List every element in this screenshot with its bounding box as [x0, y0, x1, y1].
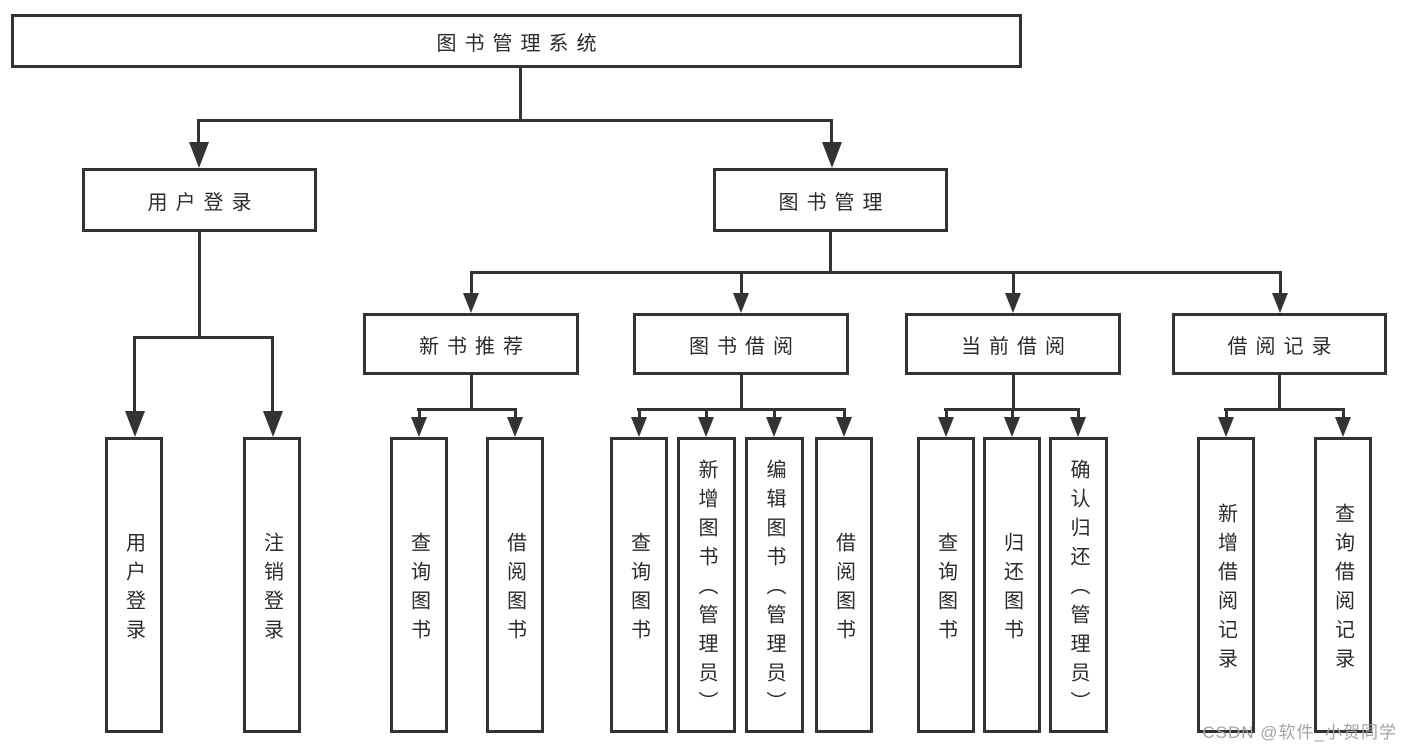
connector-line	[133, 336, 136, 414]
leaf-query-books-current: 查询图书	[917, 437, 975, 733]
arrowhead-down-icon	[1070, 417, 1086, 437]
connector-line	[1342, 408, 1345, 420]
connector-line	[197, 119, 833, 122]
node-book-borrowing: 图书借阅	[633, 313, 849, 375]
leaf-logout-label: 注销登录	[260, 531, 283, 648]
connector-line	[637, 408, 845, 411]
arrowhead-down-icon	[1272, 293, 1288, 313]
arrowhead-down-icon	[1005, 293, 1021, 313]
connector-line	[638, 408, 641, 420]
leaf-user-login: 用户登录	[105, 437, 163, 733]
connector-line	[514, 408, 517, 420]
leaf-add-book-admin: 新增图书（管理员）	[677, 437, 736, 733]
watermark: CSDN @软件_小贺同学	[1202, 723, 1397, 742]
arrowhead-down-icon	[733, 293, 749, 313]
connector-line	[740, 375, 743, 408]
arrowhead-down-icon	[1004, 417, 1020, 437]
connector-line	[470, 271, 473, 297]
leaf-query-books-recommend-label: 查询图书	[407, 531, 430, 648]
node-user-login: 用户登录	[82, 168, 317, 232]
arrowhead-down-icon	[1335, 417, 1351, 437]
leaf-borrow-books-borrowing-label: 借阅图书	[832, 531, 855, 648]
node-library-system-label: 图书管理系统	[436, 32, 605, 55]
connector-line	[1012, 271, 1015, 297]
connector-line	[1279, 271, 1282, 297]
node-borrowing-records-label: 借阅记录	[1227, 335, 1340, 358]
leaf-borrow-books-recommend-label: 借阅图书	[503, 531, 526, 648]
leaf-user-login-label: 用户登录	[122, 531, 145, 648]
connector-line	[1225, 408, 1228, 420]
node-book-management: 图书管理	[713, 168, 948, 232]
connector-line	[1278, 375, 1281, 408]
connector-line	[1224, 408, 1345, 411]
arrowhead-down-icon	[411, 417, 427, 437]
connector-line	[470, 375, 473, 408]
arrowhead-down-icon	[507, 417, 523, 437]
node-book-management-label: 图书管理	[778, 191, 891, 214]
leaf-add-borrow-record: 新增借阅记录	[1197, 437, 1255, 733]
leaf-query-books-recommend: 查询图书	[390, 437, 448, 733]
connector-line	[740, 271, 743, 297]
connector-line	[198, 232, 201, 336]
arrowhead-down-icon	[698, 417, 714, 437]
leaf-return-books-label: 归还图书	[1000, 531, 1023, 648]
node-new-book-recommend-label: 新书推荐	[419, 335, 531, 358]
node-borrowing-records: 借阅记录	[1172, 313, 1387, 375]
leaf-add-borrow-record-label: 新增借阅记录	[1214, 502, 1237, 677]
arrowhead-down-icon	[766, 417, 782, 437]
node-user-login-label: 用户登录	[147, 191, 260, 214]
connector-line	[417, 408, 517, 411]
connector-line	[197, 119, 200, 152]
connector-line	[1077, 408, 1080, 420]
leaf-confirm-return-admin-label: 确认归还（管理员）	[1067, 459, 1089, 720]
leaf-confirm-return-admin: 确认归还（管理员）	[1049, 437, 1108, 733]
leaf-logout: 注销登录	[243, 437, 301, 733]
connector-line	[470, 271, 1282, 274]
connector-line	[773, 408, 776, 420]
leaf-add-book-admin-label: 新增图书（管理员）	[695, 459, 717, 720]
arrowhead-down-icon	[1218, 417, 1234, 437]
leaf-edit-book-admin: 编辑图书（管理员）	[745, 437, 804, 733]
connector-line	[519, 68, 522, 119]
arrowhead-down-icon	[631, 417, 647, 437]
connector-line	[1011, 408, 1014, 420]
arrowhead-down-icon	[822, 142, 842, 168]
node-current-borrowing: 当前借阅	[905, 313, 1121, 375]
leaf-borrow-books-recommend: 借阅图书	[486, 437, 544, 733]
node-current-borrowing-label: 当前借阅	[961, 335, 1073, 358]
arrowhead-down-icon	[463, 293, 479, 313]
leaf-query-books-borrowing-label: 查询图书	[627, 531, 650, 648]
connector-line	[418, 408, 421, 420]
leaf-query-borrow-record-label: 查询借阅记录	[1331, 502, 1354, 677]
connector-line	[830, 119, 833, 152]
leaf-borrow-books-borrowing: 借阅图书	[815, 437, 873, 733]
connector-line	[843, 408, 846, 420]
connector-line	[705, 408, 708, 420]
arrowhead-down-icon	[125, 411, 145, 437]
node-book-borrowing-label: 图书借阅	[689, 335, 801, 358]
connector-line	[1012, 375, 1015, 408]
connector-line	[829, 232, 832, 271]
leaf-edit-book-admin-label: 编辑图书（管理员）	[763, 459, 785, 720]
node-library-system: 图书管理系统	[11, 14, 1022, 68]
leaf-return-books: 归还图书	[983, 437, 1041, 733]
arrowhead-down-icon	[938, 417, 954, 437]
connector-line	[133, 336, 274, 339]
node-new-book-recommend: 新书推荐	[363, 313, 579, 375]
connector-line	[271, 336, 274, 414]
connector-line	[945, 408, 948, 420]
arrowhead-down-icon	[189, 142, 209, 168]
arrowhead-down-icon	[263, 411, 283, 437]
leaf-query-books-borrowing: 查询图书	[610, 437, 668, 733]
leaf-query-borrow-record: 查询借阅记录	[1314, 437, 1372, 733]
leaf-query-books-current-label: 查询图书	[934, 531, 957, 648]
arrowhead-down-icon	[836, 417, 852, 437]
